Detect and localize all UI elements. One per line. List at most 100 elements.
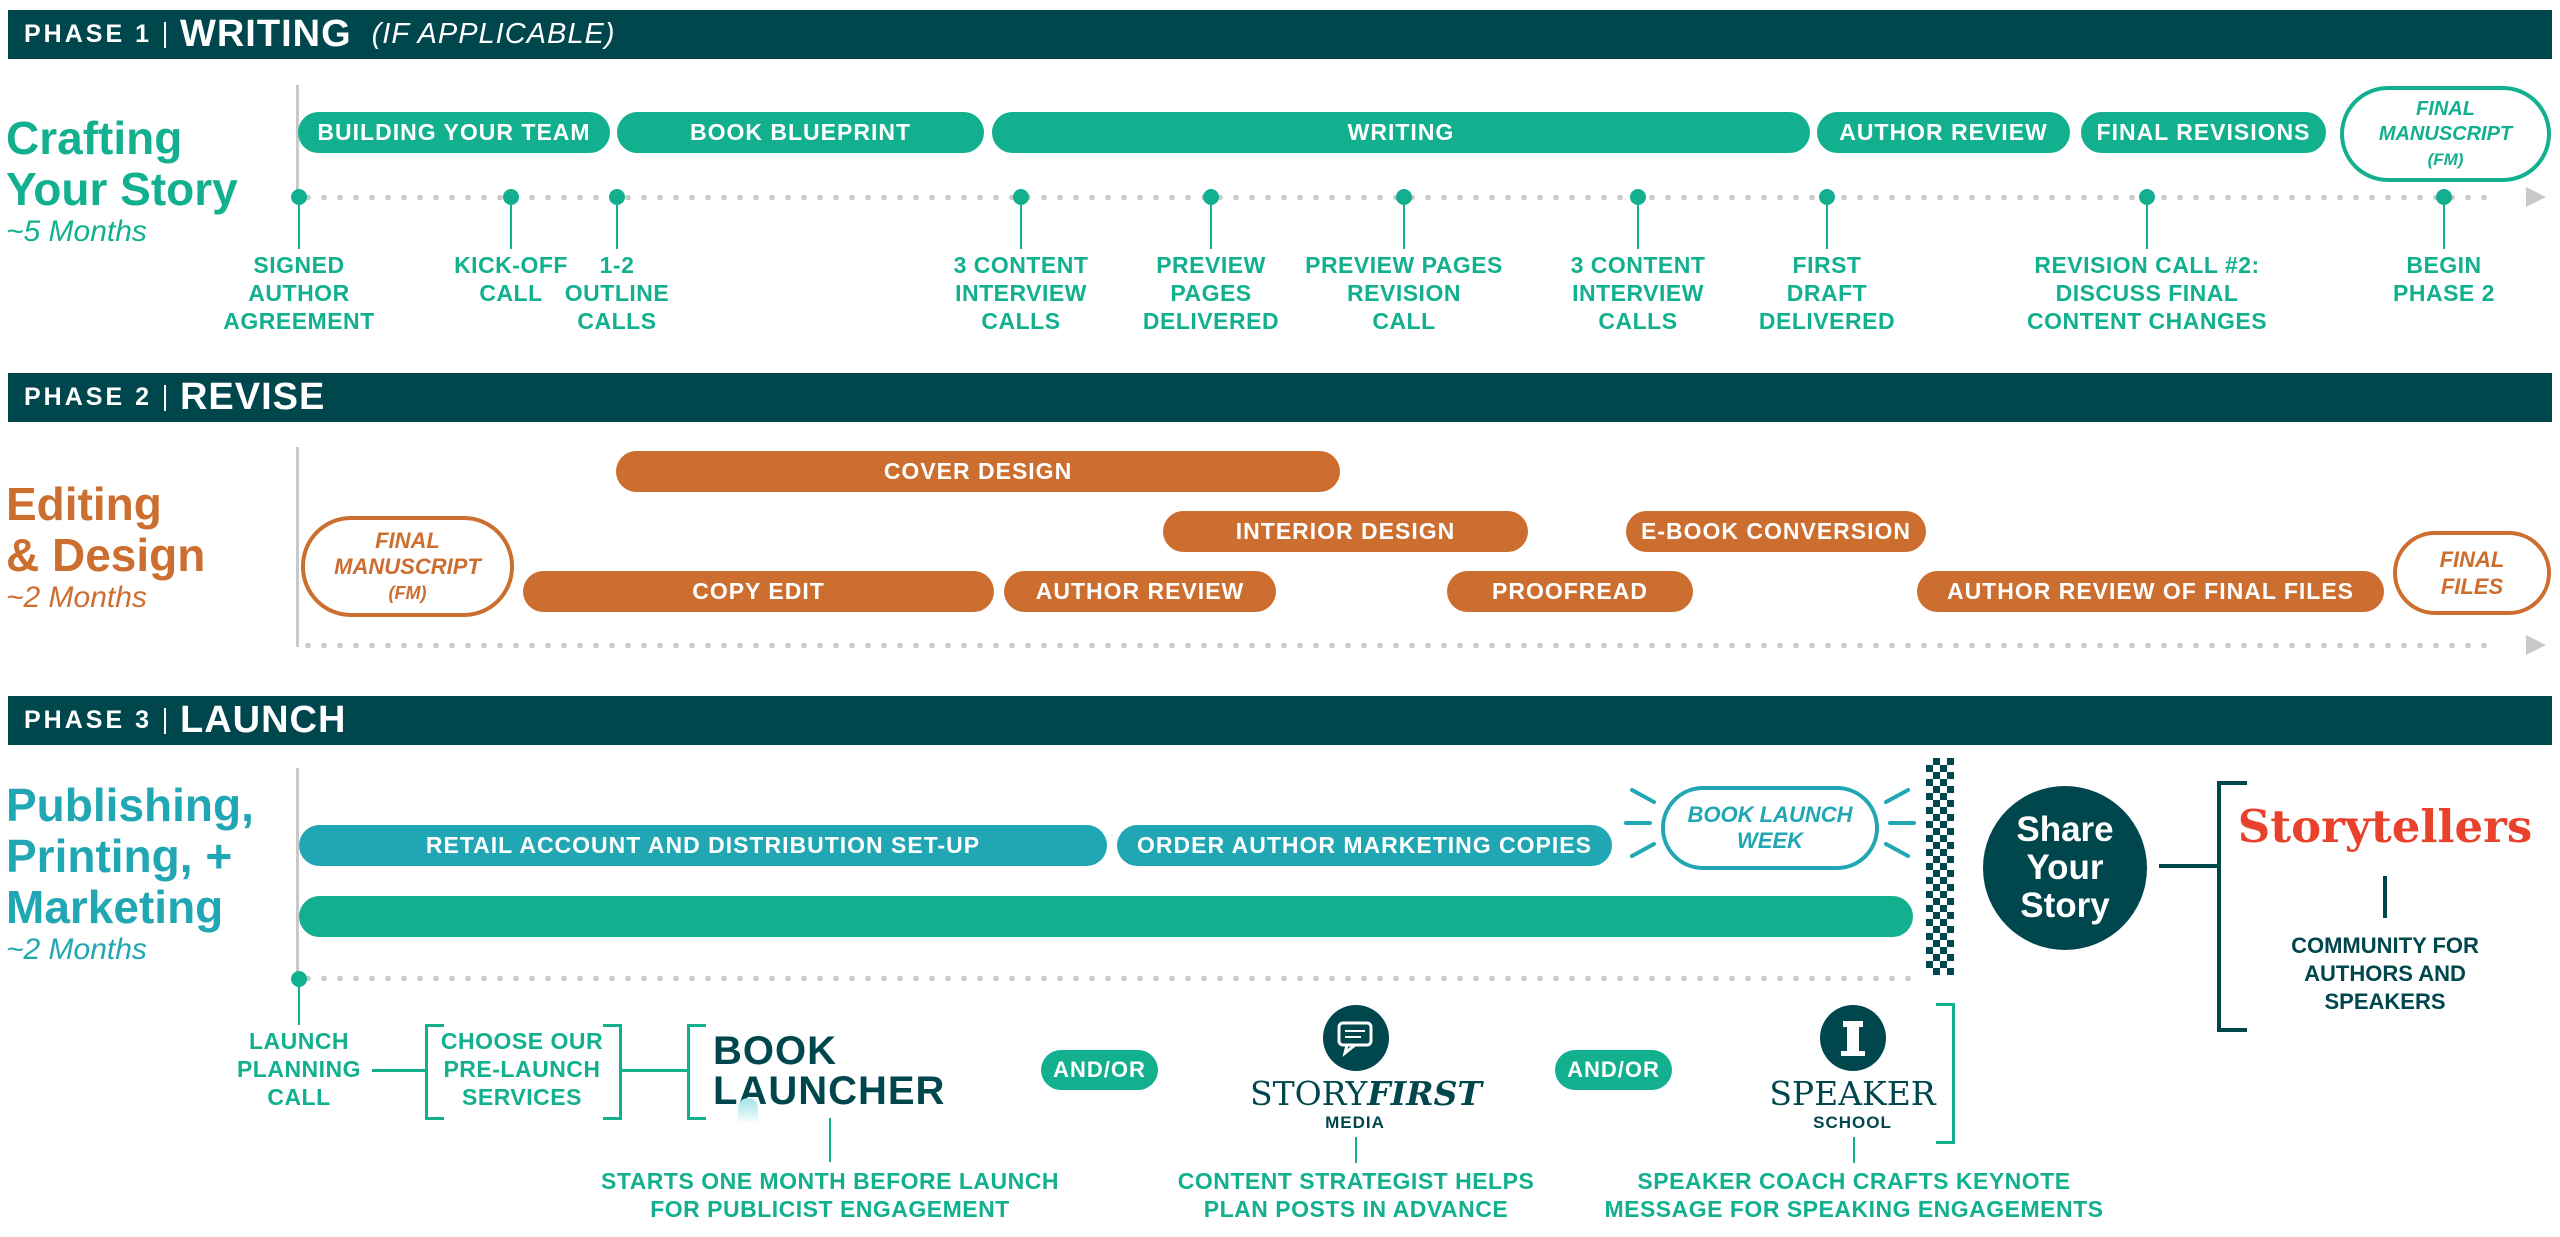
- milestone-dot: [1630, 189, 1646, 205]
- badge-final-files: FINAL FILES: [2393, 531, 2551, 615]
- share-line: Story: [2020, 886, 2110, 925]
- book-launcher-line1: BOOK: [713, 1029, 837, 1073]
- phase3-title: LAUNCH: [179, 699, 347, 741]
- connector-stem: [1853, 1137, 1855, 1163]
- phase2-side-title-line2: & Design: [6, 529, 206, 581]
- phase2-divider: [163, 384, 166, 411]
- launch-burst-lines: [1624, 788, 1916, 858]
- chat-bubble-icon: [1323, 1005, 1389, 1071]
- phase3-timeline-start: [296, 768, 299, 978]
- milestone-stem: [1637, 205, 1639, 249]
- phase3-side-title: Publishing, Printing, + Marketing ~2 Mon…: [6, 780, 254, 967]
- community-text: COMMUNITY FOR AUTHORS AND SPEAKERS: [2291, 933, 2479, 1014]
- bar-interior-design: INTERIOR DESIGN: [1163, 511, 1528, 552]
- speaker-school-speaker: SPEAKER: [1769, 1074, 1936, 1113]
- milestone-stem: [2443, 205, 2445, 249]
- bar-building-your-team: BUILDING YOUR TEAM: [298, 112, 610, 153]
- andor-badge-2: AND/OR: [1555, 1050, 1672, 1090]
- phase2-side-title: Editing & Design ~2 Months: [6, 479, 205, 615]
- phase2-duration: ~2 Months: [6, 581, 147, 614]
- launch-stem: [298, 985, 300, 1025]
- phase1-divider: [163, 21, 166, 48]
- milestone-dot: [1203, 189, 1219, 205]
- bar-order-author-copies: ORDER AUTHOR MARKETING COPIES: [1117, 825, 1612, 866]
- connector-line: [622, 1069, 687, 1072]
- phase1-label: PHASE 1: [24, 20, 152, 48]
- phase1-timeline-arrow: [2526, 187, 2546, 207]
- milestone-dot: [2436, 189, 2452, 205]
- checkered-flag: [1926, 758, 1954, 975]
- phase2-title: REVISE: [179, 376, 326, 418]
- speaker-school-logo: SPEAKER SCHOOL: [1745, 1075, 1960, 1133]
- storyfirst-logo: STORYFIRST MEDIA: [1250, 1075, 1482, 1133]
- phase2-dotted-timeline: [300, 643, 2490, 648]
- phase3-label: PHASE 3: [24, 706, 152, 734]
- badge-line: MANUSCRIPT: [334, 553, 481, 579]
- storyfirst-first: FIRST: [1367, 1074, 1482, 1113]
- badge-line: BOOK LAUNCH: [1687, 802, 1853, 827]
- badge-line: MANUSCRIPT: [2378, 122, 2513, 145]
- milestone-dot: [1396, 189, 1412, 205]
- badge-line: WEEK: [1737, 828, 1803, 853]
- milestone-dot: [503, 189, 519, 205]
- bar-final-revisions: FINAL REVISIONS: [2081, 112, 2326, 153]
- phase3-side-title-line2: Printing, +: [6, 830, 233, 882]
- bracket-book-launcher: [687, 1024, 706, 1120]
- bracket-left: [425, 1024, 444, 1120]
- bar-marketing-green: [299, 896, 1913, 937]
- phase1-side-title-line2: Your Story: [6, 163, 238, 215]
- storyfirst-media: MEDIA: [1325, 1113, 1385, 1132]
- bar-copy-edit: COPY EDIT: [523, 571, 994, 612]
- phase1-duration: ~5 Months: [6, 215, 147, 248]
- phase1-subtitle: (IF APPLICABLE): [371, 18, 616, 50]
- share-your-story-circle: Share Your Story: [1983, 786, 2147, 950]
- rocket-flame-icon: [738, 1098, 758, 1124]
- podium-icon: [1820, 1005, 1886, 1071]
- phase3-header: PHASE 3 LAUNCH: [8, 696, 2552, 745]
- phase2-side-title-line1: Editing: [6, 478, 162, 530]
- phase1-side-title: Crafting Your Story ~5 Months: [6, 113, 238, 249]
- bar-proofread: PROOFREAD: [1447, 571, 1693, 612]
- phase3-side-title-line3: Marketing: [6, 881, 224, 933]
- connector-stem: [829, 1118, 831, 1162]
- storytellers-bracket: [2217, 781, 2247, 1032]
- phase2-timeline-arrow: [2526, 635, 2546, 655]
- storytellers-logo: Storytellers: [2237, 800, 2533, 853]
- bar-author-review-p2: AUTHOR REVIEW: [1004, 571, 1276, 612]
- badge-final-manuscript: FINAL MANUSCRIPT (FM): [2340, 86, 2551, 182]
- phase1-timeline-start: [296, 85, 299, 200]
- bar-book-blueprint: BOOK BLUEPRINT: [617, 112, 984, 153]
- milestone-dot: [609, 189, 625, 205]
- badge-line: (FM): [388, 582, 427, 603]
- bar-writing: WRITING: [992, 112, 1810, 153]
- milestone-stem: [1826, 205, 1828, 249]
- milestone-stem: [1210, 205, 1212, 249]
- storytellers-stem: [2383, 876, 2387, 918]
- phase1-dotted-timeline: [300, 195, 2490, 200]
- connector-line: [372, 1069, 425, 1072]
- phase3-duration: ~2 Months: [6, 933, 147, 966]
- milestone-stem: [616, 205, 618, 249]
- badge-line: (FM): [2427, 149, 2464, 169]
- milestone-dot: [1819, 189, 1835, 205]
- phase3-side-title-line1: Publishing,: [6, 779, 254, 831]
- bar-ebook-conversion: E-BOOK CONVERSION: [1626, 511, 1926, 552]
- bar-author-review-final-files: AUTHOR REVIEW OF FINAL FILES: [1917, 571, 2384, 612]
- milestone-dot: [1013, 189, 1029, 205]
- phase1-title: WRITING: [179, 13, 352, 55]
- speaker-school-school: SCHOOL: [1813, 1113, 1892, 1132]
